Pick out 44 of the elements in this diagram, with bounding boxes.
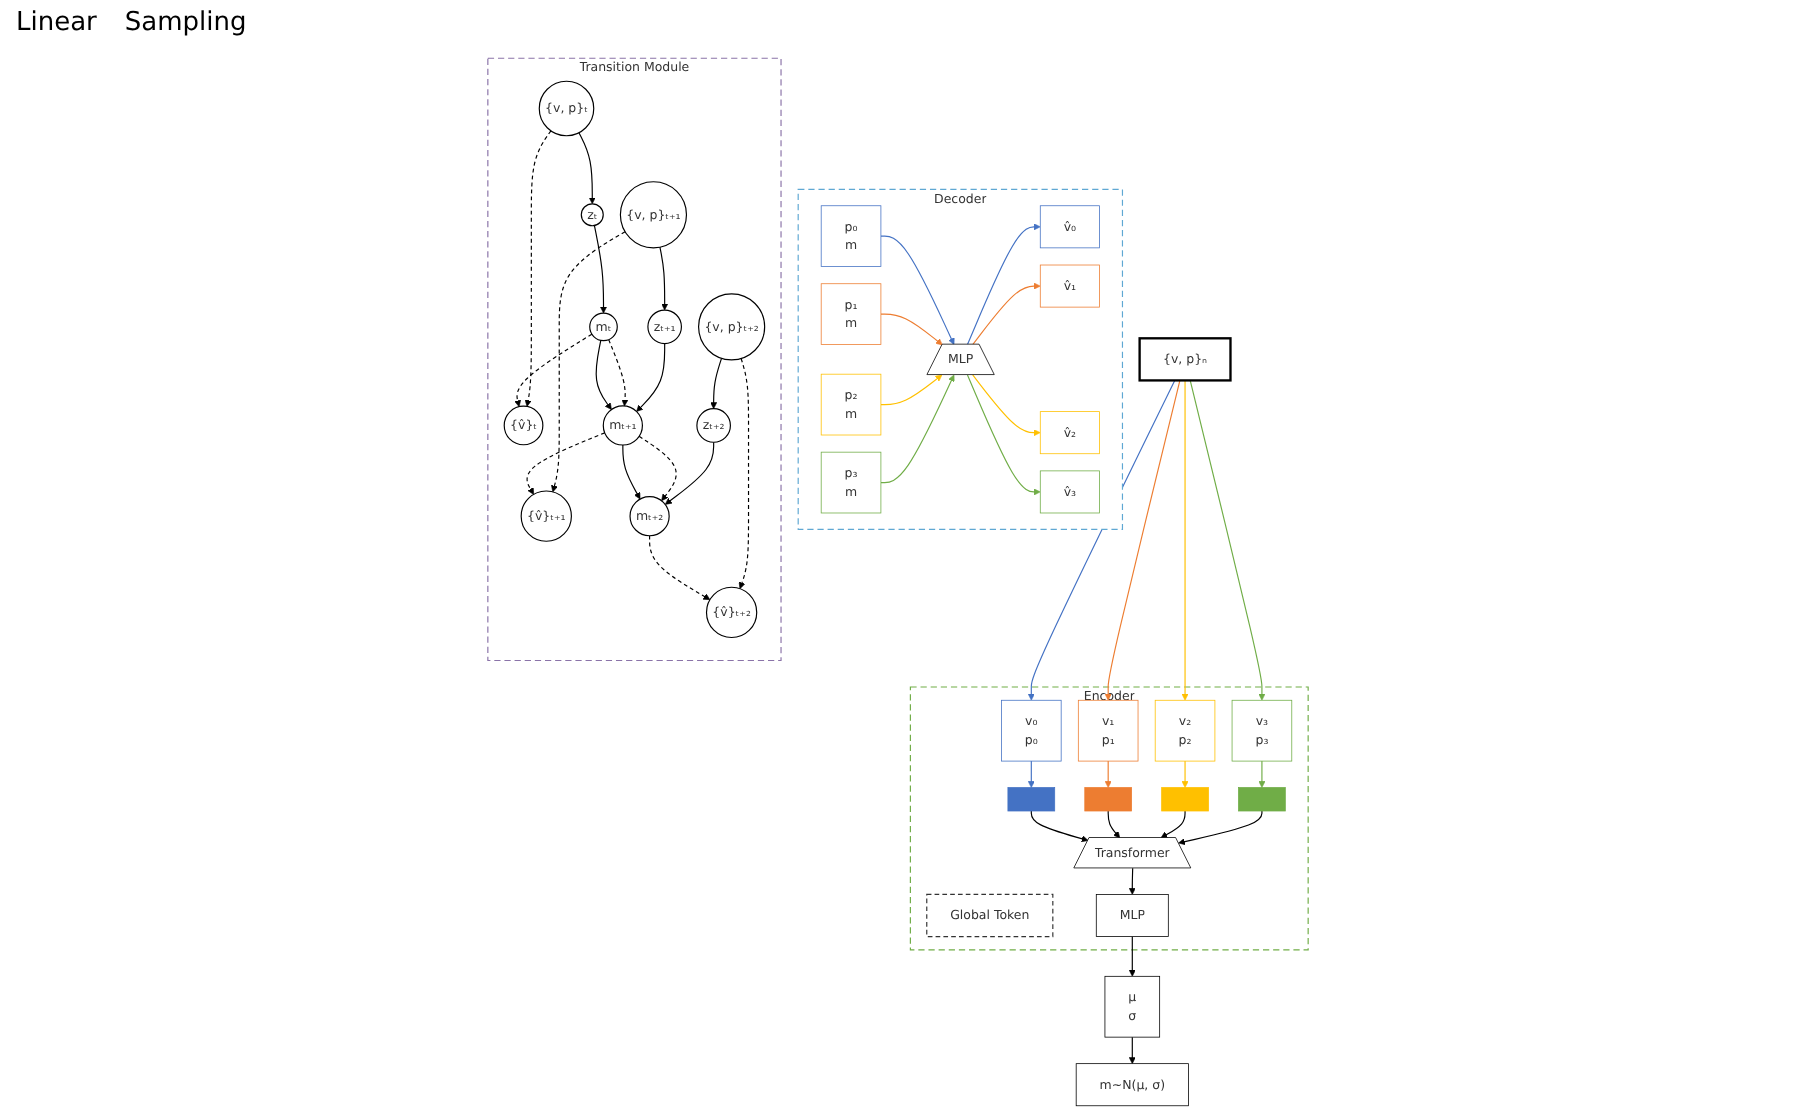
arrow [880,374,955,484]
arrow [1128,1036,1136,1064]
arrow [880,235,955,345]
node-bar [1007,787,1056,812]
arrow [1128,867,1136,895]
arrow [659,246,669,311]
node-bar [1161,787,1209,812]
arrow [1181,760,1189,788]
arrow [1030,810,1089,843]
arrow [638,435,677,501]
note-label: Sampling [124,8,247,38]
arrow [1128,935,1136,977]
arrow [880,374,943,406]
arrow [593,224,607,314]
arrow [664,441,715,505]
arrow [1104,760,1112,788]
arrow [526,432,606,495]
note-label: Linear [16,8,97,38]
arrow [1160,810,1186,839]
arrow [1258,760,1266,788]
arrow [880,313,943,346]
arrow [966,223,1041,346]
arrow [1181,379,1189,701]
arrow [738,357,750,589]
arrow [966,374,1041,496]
node-bar [1238,787,1286,812]
arrow [972,282,1041,346]
arrow [1178,810,1263,845]
arrow [1104,379,1181,701]
arrow [1107,810,1121,839]
arrow [514,333,593,407]
arrow [1189,379,1266,701]
arrow [578,132,596,205]
arrow [551,231,626,493]
arrow [636,343,666,412]
arrow [622,444,641,500]
arrow [595,339,612,410]
node-bar [1084,787,1132,812]
arrow [524,130,552,407]
arrow [972,374,1041,437]
arrow [710,357,723,409]
arrow [608,339,629,407]
arrow [649,535,711,600]
arrow [1027,760,1035,788]
